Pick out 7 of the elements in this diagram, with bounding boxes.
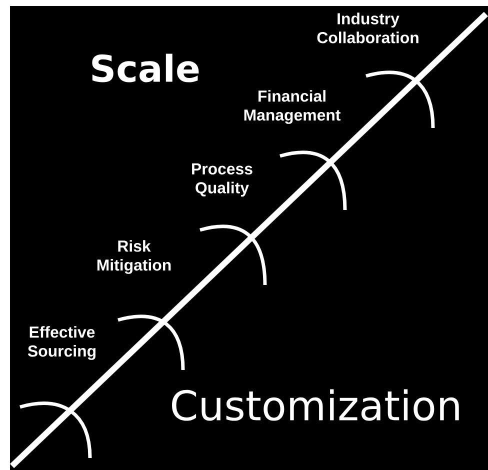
label: Industry Collaboration	[317, 12, 418, 44]
label: Risk Mitigation	[97, 240, 171, 274]
label: Customization	[172, 389, 459, 421]
label: Process Quality	[192, 163, 252, 197]
label: Scale	[92, 54, 199, 82]
label: Financial Management	[244, 90, 341, 124]
label: Effective Sourcing	[28, 326, 96, 360]
